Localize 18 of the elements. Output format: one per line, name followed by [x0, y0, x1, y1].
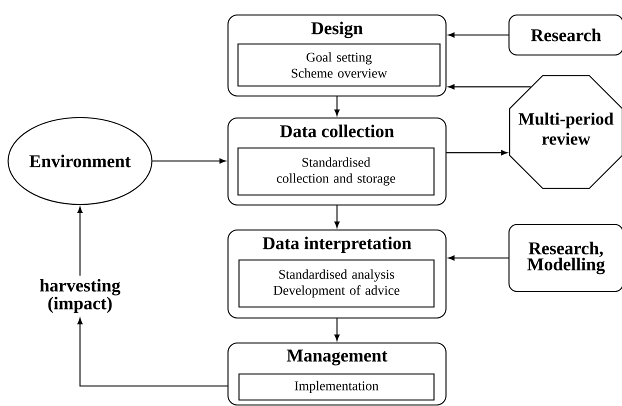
arrow [446, 150, 508, 156]
arrow [448, 32, 508, 38]
task-box: Standardised analysis Development of advice [238, 259, 435, 308]
input-box: Research [508, 14, 622, 56]
arrow [334, 318, 340, 341]
arrow [448, 255, 508, 261]
arrow [334, 96, 340, 116]
arrow [77, 318, 228, 387]
task-box: Goal setting Scheme overview [237, 43, 441, 87]
input-box: Research, Modelling [508, 224, 622, 292]
arrow [77, 206, 83, 276]
arrow [152, 158, 226, 164]
arrow [448, 84, 531, 90]
review-octagon: Multi-period review [509, 75, 622, 189]
task-box: Implementation [238, 373, 435, 401]
arrow [334, 206, 340, 228]
task-box: Standardised collection and storage [237, 147, 435, 196]
bare-label: harvesting (impact) [40, 278, 120, 314]
